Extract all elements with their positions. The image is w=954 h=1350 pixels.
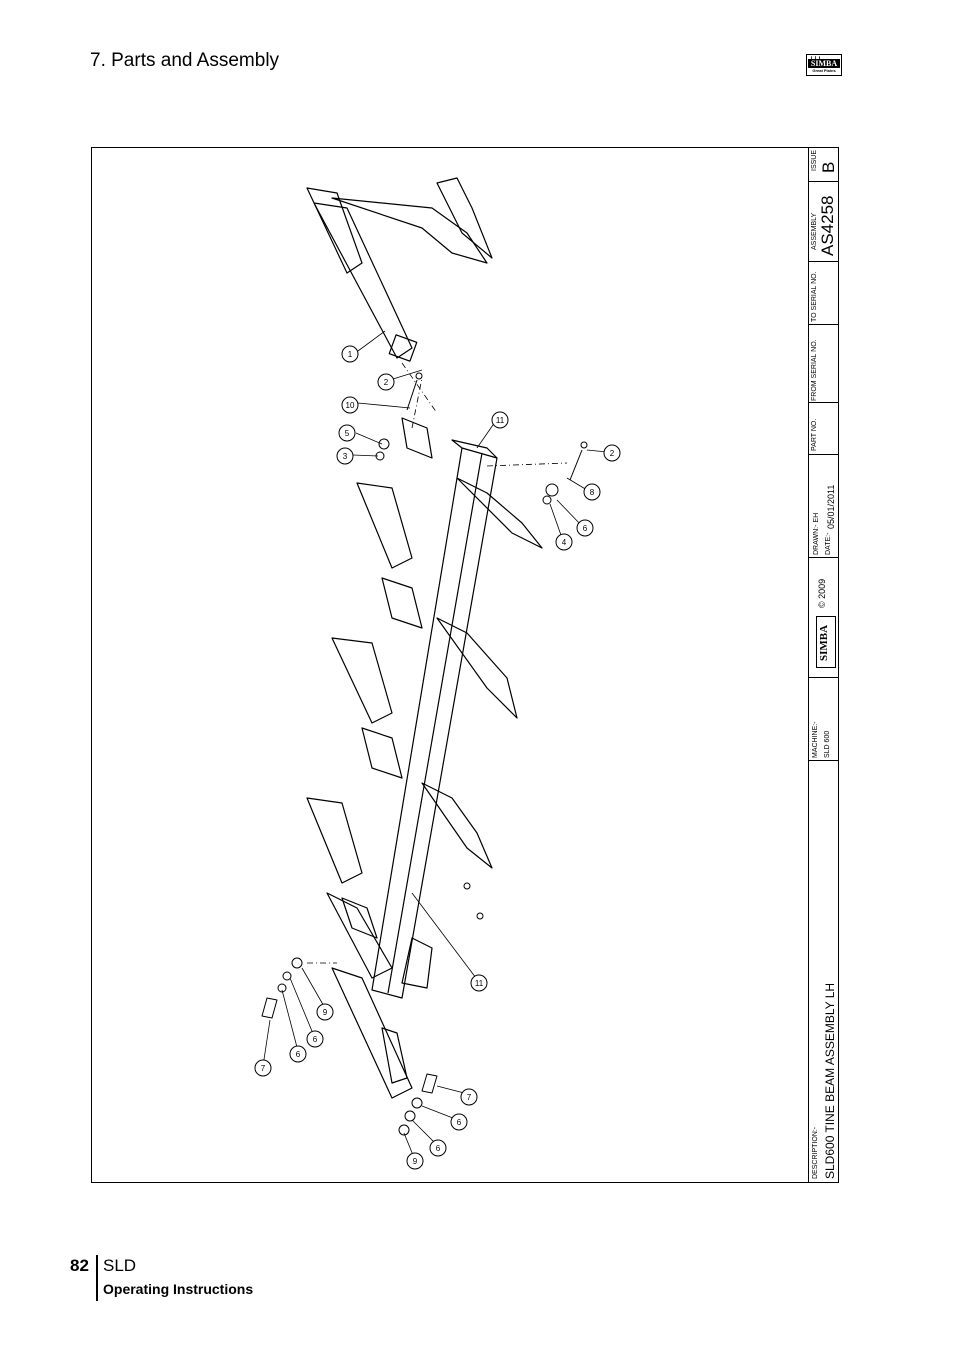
- copyright: © 2009: [817, 578, 827, 608]
- date-label: DATE:-: [825, 532, 832, 555]
- issue-label: ISSUE: [811, 149, 818, 171]
- callout-bubble: 4: [555, 533, 573, 551]
- to-serial-label: TO SERIAL NO.: [811, 271, 818, 322]
- date-value: 05/01/2011: [826, 484, 836, 529]
- callout-label: 11: [475, 979, 484, 988]
- callout-label: 10: [346, 401, 355, 410]
- assembly-label: ASSEMBLY: [811, 212, 818, 250]
- tb-assembly: ASSEMBLY AS4258: [809, 182, 839, 262]
- callout-label: 2: [610, 449, 615, 458]
- callout-label: 6: [296, 1050, 301, 1059]
- callout-bubble: 3: [336, 447, 354, 465]
- exploded-assembly-drawing: 1 2 10 5 3 11 2 8 6 4 11 9 6 6 7 7 6 6 9: [254, 177, 621, 1170]
- callout-bubble: 10: [341, 396, 359, 414]
- footer-product: SLD: [103, 1256, 137, 1275]
- issue-value: B: [819, 161, 838, 173]
- callout-bubble: 2: [603, 444, 621, 462]
- logo-word: SIMBA: [808, 59, 840, 68]
- title-block: ISSUE B ASSEMBLY AS4258 TO SERIAL NO. FR…: [808, 147, 839, 1183]
- section-title: 7. Parts and Assembly: [90, 50, 280, 71]
- assembly-number: AS4258: [818, 195, 837, 257]
- part-no-label: PART NO.: [811, 418, 818, 451]
- callout-label: 2: [384, 378, 389, 387]
- tb-from-serial: FROM SERIAL NO.: [809, 325, 839, 403]
- tine-arm-1: [306, 177, 493, 274]
- callout-label: 4: [562, 538, 567, 547]
- from-serial-label: FROM SERIAL NO.: [811, 339, 818, 401]
- callout-bubble: 6: [450, 1113, 468, 1131]
- callout-label: 6: [313, 1035, 318, 1044]
- callout-label: 7: [261, 1064, 266, 1073]
- logo-subtitle: Great Plains: [812, 68, 836, 73]
- upper-beam: [313, 202, 413, 359]
- title-block-logo: SIMBA: [816, 616, 836, 668]
- callout-bubble: 1: [341, 345, 359, 363]
- callout-label: 11: [496, 416, 505, 425]
- callout-bubble: 7: [460, 1088, 478, 1106]
- tine-arm-2: [356, 477, 543, 569]
- tb-logo-copyright: SIMBA © 2009: [809, 558, 839, 678]
- logo-tines-icon: ╻╻╻: [810, 54, 823, 60]
- callout-bubble: 6: [429, 1139, 447, 1157]
- callout-label: 6: [436, 1144, 441, 1153]
- page-number: 82: [70, 1256, 89, 1275]
- callout-bubbles: 1 2 10 5 3 11 2 8 6 4 11 9 6 6 7 7 6 6 9: [254, 345, 621, 1170]
- simba-logo: ╻╻╻ SIMBA Great Plains: [806, 54, 842, 76]
- main-beam: [371, 447, 498, 999]
- footer-subtitle: Operating Instructions: [103, 1281, 254, 1297]
- callout-bubble: 6: [576, 519, 594, 537]
- callout-bubble: 5: [338, 424, 356, 442]
- tb-to-serial: TO SERIAL NO.: [809, 262, 839, 325]
- tb-description: DESCRIPTION:- SLD600 TINE BEAM ASSEMBLY …: [809, 761, 839, 1183]
- callout-label: 6: [583, 524, 588, 533]
- callout-bubble: 9: [406, 1152, 424, 1170]
- callout-bubble: 11: [491, 411, 509, 429]
- callout-bubble: 11: [470, 974, 488, 992]
- callout-label: 5: [345, 429, 350, 438]
- callout-label: 1: [348, 350, 353, 359]
- drawn-label: DRAWN:- EH: [813, 512, 820, 555]
- callout-label: 3: [343, 452, 348, 461]
- footer-divider: [96, 1255, 98, 1301]
- tb-issue: ISSUE B: [809, 147, 839, 182]
- inner-brackets: [341, 417, 433, 939]
- description-value: SLD600 TINE BEAM ASSEMBLY LH: [823, 982, 837, 1179]
- callout-label: 7: [467, 1093, 472, 1102]
- callout-label: 8: [590, 488, 595, 497]
- callout-bubble: 6: [289, 1045, 307, 1063]
- tine-arm-5: [326, 892, 433, 989]
- tb-machine: MACHINE:- SLD 600: [809, 678, 839, 761]
- callout-bubble: 2: [377, 373, 395, 391]
- callout-bubble: 8: [583, 483, 601, 501]
- machine-label: MACHINE:-: [812, 721, 819, 758]
- drawing-frame: 1 2 10 5 3 11 2 8 6 4 11 9 6 6 7 7 6 6 9: [91, 147, 839, 1183]
- tine-arm-6: [331, 967, 413, 1099]
- callout-label: 9: [413, 1157, 418, 1166]
- description-label: DESCRIPTION:-: [812, 1126, 819, 1179]
- tine-arm-4: [306, 782, 493, 884]
- callout-bubble: 6: [306, 1030, 324, 1048]
- callout-label: 6: [457, 1118, 462, 1127]
- tb-part-no: PART NO.: [809, 403, 839, 455]
- tb-drawn-date: DRAWN:- EH DATE:- 05/01/2011: [809, 455, 839, 558]
- callout-bubble: 9: [316, 1003, 334, 1021]
- title-block-logo-text: SIMBA: [818, 624, 830, 661]
- tine-arm-3: [331, 617, 518, 724]
- callout-label: 9: [323, 1008, 328, 1017]
- fasteners: [261, 372, 588, 1136]
- machine-value: SLD 600: [824, 730, 831, 758]
- callout-bubble: 7: [254, 1059, 272, 1077]
